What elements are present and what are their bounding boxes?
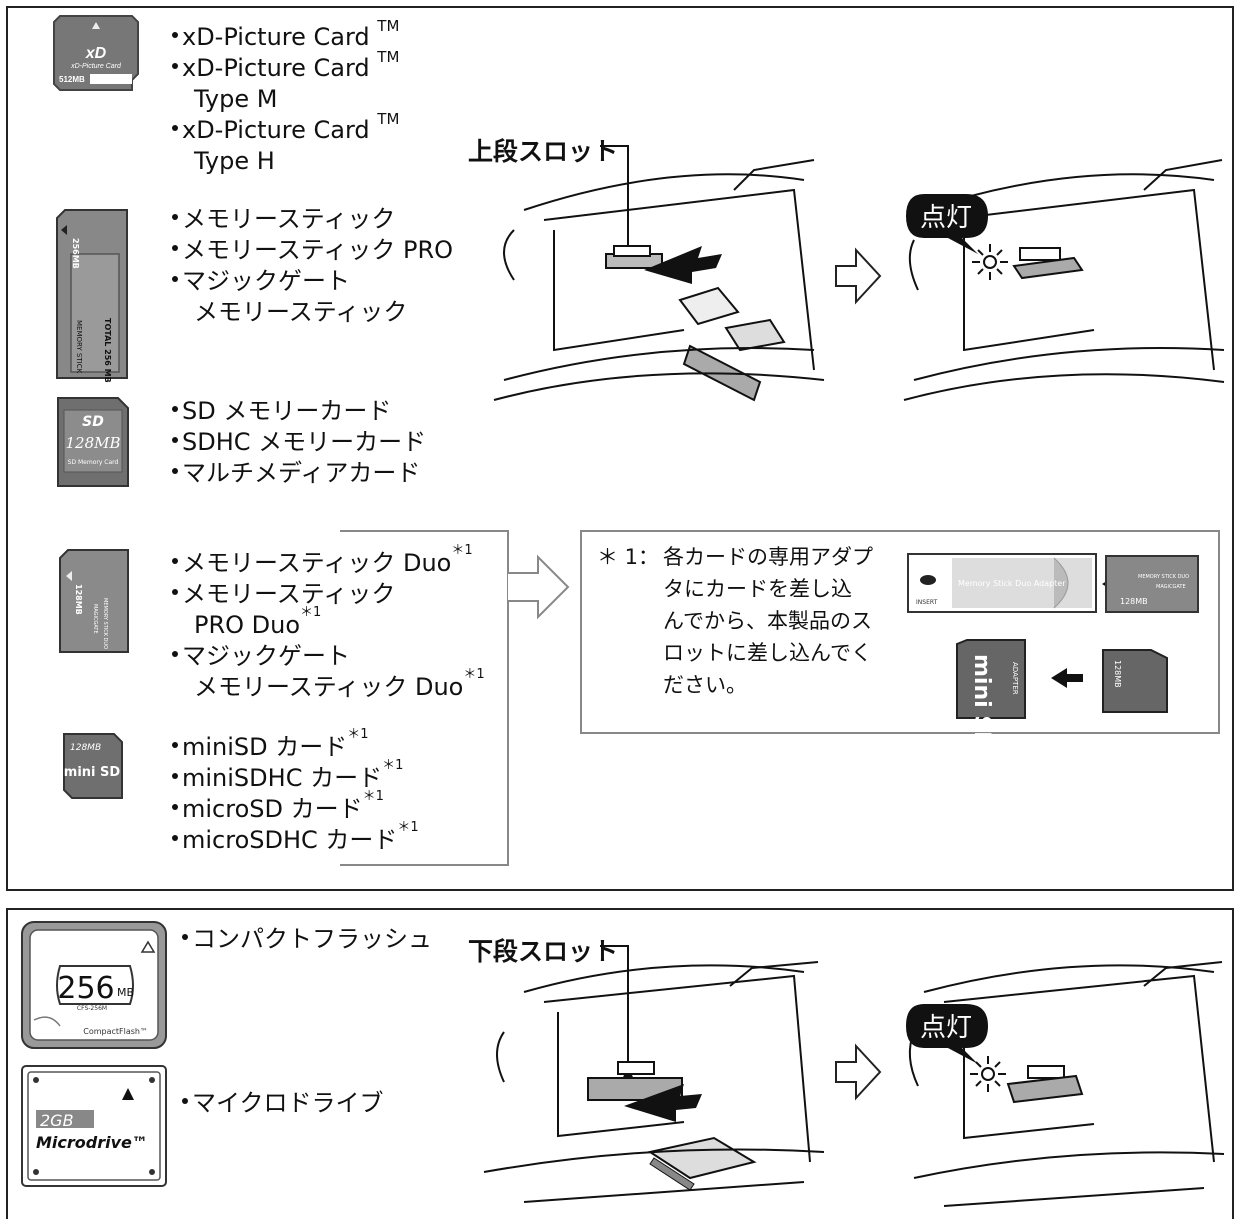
list-item: xD-Picture Card TM: [172, 50, 399, 84]
upper-slot-label: 上段スロット: [468, 137, 619, 166]
microdrive-card-image: 2GB Microdrive™: [21, 1065, 167, 1187]
microdrive-list: マイクロドライブ: [182, 1088, 384, 1119]
upper-slot-panel: [6, 6, 1234, 891]
xd-card-image: xD xD-Picture Card 512MB: [53, 15, 139, 91]
cf-card-unit: MB: [117, 986, 134, 999]
microdrive-card-brand: Microdrive™: [36, 1133, 148, 1152]
lower-slot-insert-illustration: [483, 961, 825, 1203]
duo-card-capacity: 128MB: [74, 584, 83, 615]
list-item: xD-Picture Card TM: [172, 19, 399, 53]
list-item: microSD カード＊1: [172, 790, 419, 825]
list-item-continuation: メモリースティック Duo＊1: [194, 667, 485, 701]
sd-card-image: SD 128MB SD Memory Card: [57, 397, 129, 487]
duo-small-sub: MAGICGATE: [1156, 584, 1186, 590]
svg-text:mini SD: mini SD: [969, 654, 994, 749]
xd-card-brand: xD: [85, 45, 107, 62]
duo-adapter-image: Memory Stick Duo Adapter INSERT MEMORY S…: [907, 553, 1199, 613]
ms-card-total: TOTAL 256 MB: [103, 318, 112, 383]
cf-card-model: CFS-256M: [77, 1005, 107, 1012]
xd-card-capacity: 512MB: [59, 75, 85, 84]
lower-slot-lit-illustration: [908, 961, 1225, 1207]
list-item: メモリースティック: [172, 204, 453, 235]
list-item-continuation: メモリースティック: [194, 298, 408, 326]
list-item: SDHC メモリーカード: [172, 427, 426, 458]
compactflash-card-image: 256 MB CFS-256M CompactFlash™: [21, 921, 167, 1049]
list-item: miniSD カード＊1: [172, 728, 419, 763]
lower-slot-label: 下段スロット: [468, 937, 619, 966]
adapter-bracket-arrow: [340, 530, 570, 866]
list-item: コンパクトフラッシュ: [182, 924, 432, 955]
lower-next-arrow: [835, 1043, 882, 1101]
upper-slot-lit-illustration: [903, 159, 1225, 401]
note-mark: ＊ 1：: [597, 545, 660, 569]
duo-small-capacity: 128MB: [1120, 597, 1148, 606]
upper-indicator-bubble: 点灯: [906, 194, 988, 254]
minisd-card-logo: mini SD: [64, 765, 121, 780]
list-item: SD メモリーカード: [172, 396, 426, 427]
list-item: miniSDHC カード＊1: [172, 759, 419, 794]
duo-small-brand: MEMORY STICK DUO: [1138, 574, 1189, 580]
sd-card-logo: SD: [82, 414, 104, 430]
lower-indicator-label: 点灯: [920, 1013, 972, 1043]
list-item-continuation: Type M: [194, 85, 278, 113]
sd-card-footer: SD Memory Card: [68, 459, 119, 466]
list-item: xD-Picture Card TM: [172, 112, 399, 146]
memory-stick-duo-image: 128MB MEMORY STICK DUO MAGICGATE: [59, 549, 129, 653]
minisd-card-capacity: 128MB: [70, 743, 101, 753]
list-item-continuation: Type H: [194, 147, 275, 175]
list-item-continuation: PRO Duo＊1: [194, 605, 322, 639]
xd-card-list: xD-Picture Card TM xD-Picture Card TM Ty…: [172, 19, 399, 177]
list-item: メモリースティック PRO: [172, 235, 453, 266]
list-item: マジックゲート: [172, 641, 485, 672]
list-item: メモリースティック Duo＊1: [172, 544, 485, 579]
minisd-adapter-image: mini SD ADAPTER 128MB: [956, 639, 1168, 749]
xd-card-subtitle: xD-Picture Card: [70, 63, 122, 70]
ms-card-brand: MEMORY STICK: [75, 320, 83, 374]
microdrive-card-capacity: 2GB: [40, 1111, 74, 1130]
list-item: microSDHC カード＊1: [172, 821, 419, 856]
memory-stick-duo-list: メモリースティック Duo＊1 メモリースティック PRO Duo＊1 マジック…: [172, 544, 485, 703]
upper-indicator-label: 点灯: [920, 203, 972, 233]
minisd-card-list: miniSD カード＊1 miniSDHC カード＊1 microSD カード＊…: [172, 728, 419, 856]
list-item: マイクロドライブ: [182, 1088, 384, 1119]
ms-card-capacity: 256MB: [71, 238, 80, 269]
list-item: マジックゲート: [172, 266, 453, 297]
memory-stick-list: メモリースティック メモリースティック PRO マジックゲート メモリースティッ…: [172, 204, 453, 328]
sd-card-list: SD メモリーカード SDHC メモリーカード マルチメディアカード: [172, 396, 426, 489]
duo-card-brand: MEMORY STICK DUO: [102, 598, 108, 649]
list-item: メモリースティック: [172, 579, 485, 610]
minisd-card-image: 128MB mini SD: [63, 733, 123, 799]
duo-card-sub: MAGICGATE: [92, 604, 98, 634]
adapter-label: Memory Stick Duo Adapter: [958, 579, 1066, 588]
mini-card-capacity: 128MB: [1113, 660, 1122, 688]
list-item: マルチメディアカード: [172, 458, 426, 489]
compactflash-list: コンパクトフラッシュ: [182, 924, 432, 955]
cf-card-brand: CompactFlash™: [83, 1027, 148, 1036]
upper-slot-insert-illustration: [493, 159, 825, 402]
memory-stick-image: 256MB TOTAL 256 MB MEMORY STICK: [56, 209, 128, 383]
mini-adapter-text: ADAPTER: [1011, 662, 1019, 695]
adapter-insert-label: INSERT: [916, 599, 938, 606]
cf-card-capacity: 256: [57, 971, 114, 1006]
upper-next-arrow: [835, 247, 882, 305]
sd-card-capacity: 128MB: [65, 434, 120, 452]
lower-indicator-bubble: 点灯: [906, 1004, 988, 1064]
adapter-note-text: ＊ 1：各カードの専用アダプ タにカードを差し込 んでから、本製品のス ロットに…: [597, 541, 897, 701]
